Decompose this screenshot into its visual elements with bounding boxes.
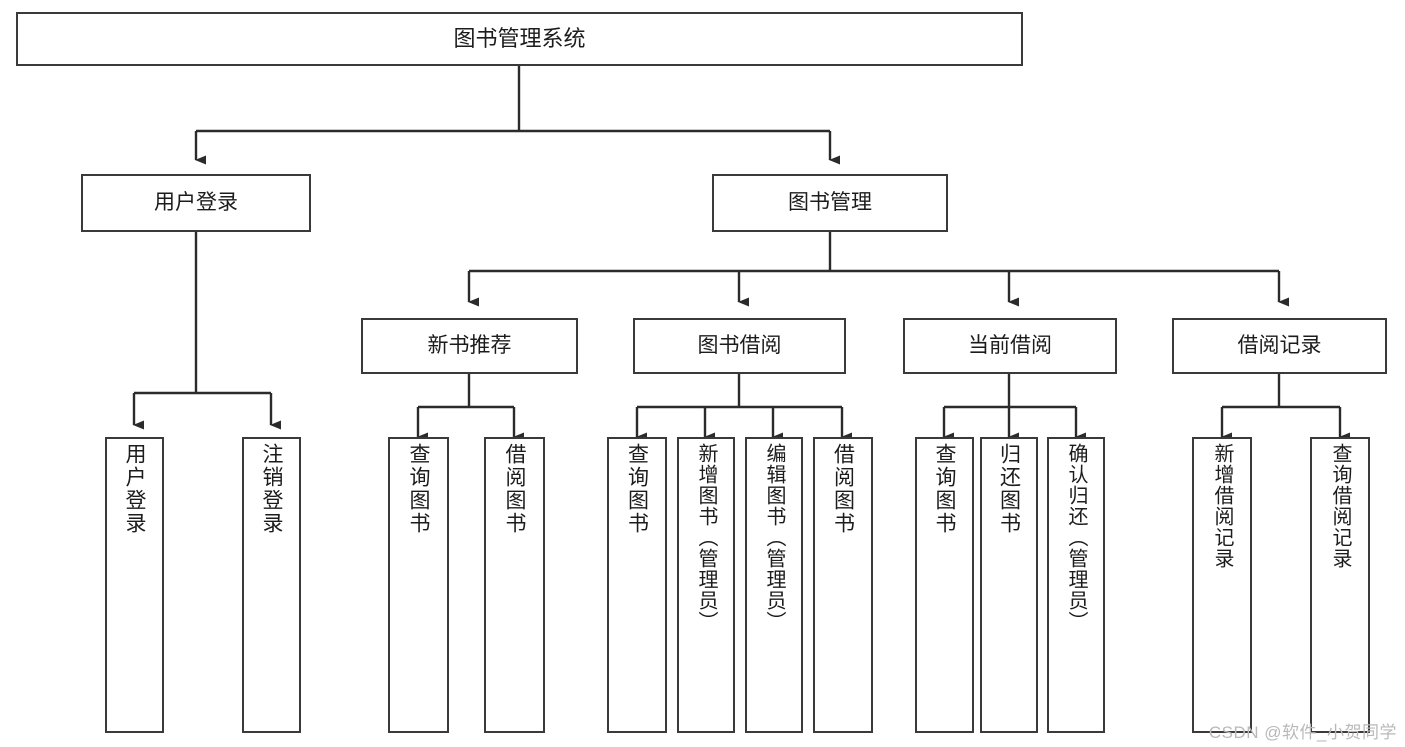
node-label: 新增借阅记录 xyxy=(1211,443,1233,569)
node-current-borrow[interactable]: 当前借阅 xyxy=(903,318,1117,374)
node-label: 查询图书 xyxy=(933,443,956,535)
node-label: 借阅图书 xyxy=(503,443,526,535)
node-label: 图书借阅 xyxy=(697,333,782,357)
node-label: 确认归还（管理员） xyxy=(1065,443,1087,632)
leaf-record-add-record[interactable]: 新增借阅记录 xyxy=(1192,437,1252,733)
node-user-login[interactable]: 用户登录 xyxy=(81,174,311,232)
leaf-user-login-login[interactable]: 用户登录 xyxy=(105,437,164,733)
leaf-new-book-borrow[interactable]: 借阅图书 xyxy=(484,437,545,733)
node-borrow-record[interactable]: 借阅记录 xyxy=(1172,318,1387,374)
leaf-borrow-query-book[interactable]: 查询图书 xyxy=(607,437,667,733)
leaf-new-book-query[interactable]: 查询图书 xyxy=(388,437,449,733)
node-label: 查询借阅记录 xyxy=(1329,443,1351,569)
leaf-record-query-record[interactable]: 查询借阅记录 xyxy=(1310,437,1370,733)
leaf-user-login-logout[interactable]: 注销登录 xyxy=(242,437,301,733)
node-label: 注销登录 xyxy=(260,443,283,535)
node-label: 用户登录 xyxy=(123,443,146,535)
node-label: 查询图书 xyxy=(625,443,649,535)
leaf-borrow-add-book-admin[interactable]: 新增图书（管理员） xyxy=(677,437,735,733)
node-label: 借阅图书 xyxy=(831,443,855,535)
node-label: 新增图书（管理员） xyxy=(695,443,717,632)
node-label: 用户登录 xyxy=(154,190,238,214)
leaf-borrow-borrow-book[interactable]: 借阅图书 xyxy=(813,437,873,733)
node-label: 借阅记录 xyxy=(1237,333,1322,357)
node-label: 当前借阅 xyxy=(968,333,1052,357)
node-book-borrow[interactable]: 图书借阅 xyxy=(633,318,846,374)
watermark-text: CSDN @软件_小贺同学 xyxy=(1208,723,1397,742)
node-label: 查询图书 xyxy=(407,443,430,535)
leaf-current-query-book[interactable]: 查询图书 xyxy=(915,437,974,733)
node-book-management[interactable]: 图书管理 xyxy=(712,174,948,232)
node-label: 归还图书 xyxy=(997,443,1021,535)
leaf-current-confirm-return-admin[interactable]: 确认归还（管理员） xyxy=(1047,437,1105,733)
node-root-system[interactable]: 图书管理系统 xyxy=(16,12,1023,66)
node-label: 图书管理 xyxy=(788,190,872,214)
node-label: 图书管理系统 xyxy=(453,26,586,52)
node-label: 新书推荐 xyxy=(427,333,512,357)
node-new-book-recommend[interactable]: 新书推荐 xyxy=(361,318,578,374)
leaf-borrow-edit-book-admin[interactable]: 编辑图书（管理员） xyxy=(745,437,803,733)
leaf-current-return-book[interactable]: 归还图书 xyxy=(980,437,1038,733)
node-label: 编辑图书（管理员） xyxy=(763,443,785,632)
